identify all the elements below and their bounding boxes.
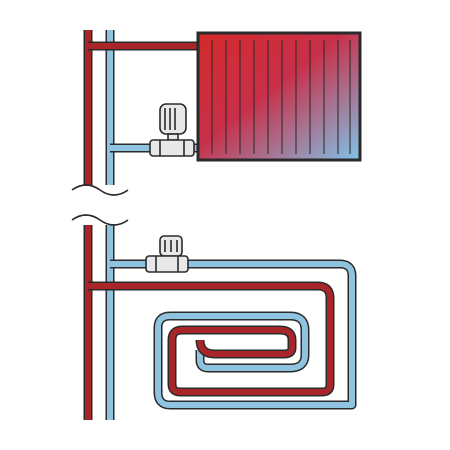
floor-loop-return (110, 261, 355, 408)
radiator-icon (196, 31, 362, 162)
pipe-break-mark (71, 184, 129, 226)
thermostatic-valve-icon (149, 103, 195, 157)
radiator-fins (211, 40, 351, 154)
floor-valve-icon (145, 235, 189, 273)
supply-pipes (83, 30, 335, 420)
floor-loop-supply (88, 283, 333, 395)
